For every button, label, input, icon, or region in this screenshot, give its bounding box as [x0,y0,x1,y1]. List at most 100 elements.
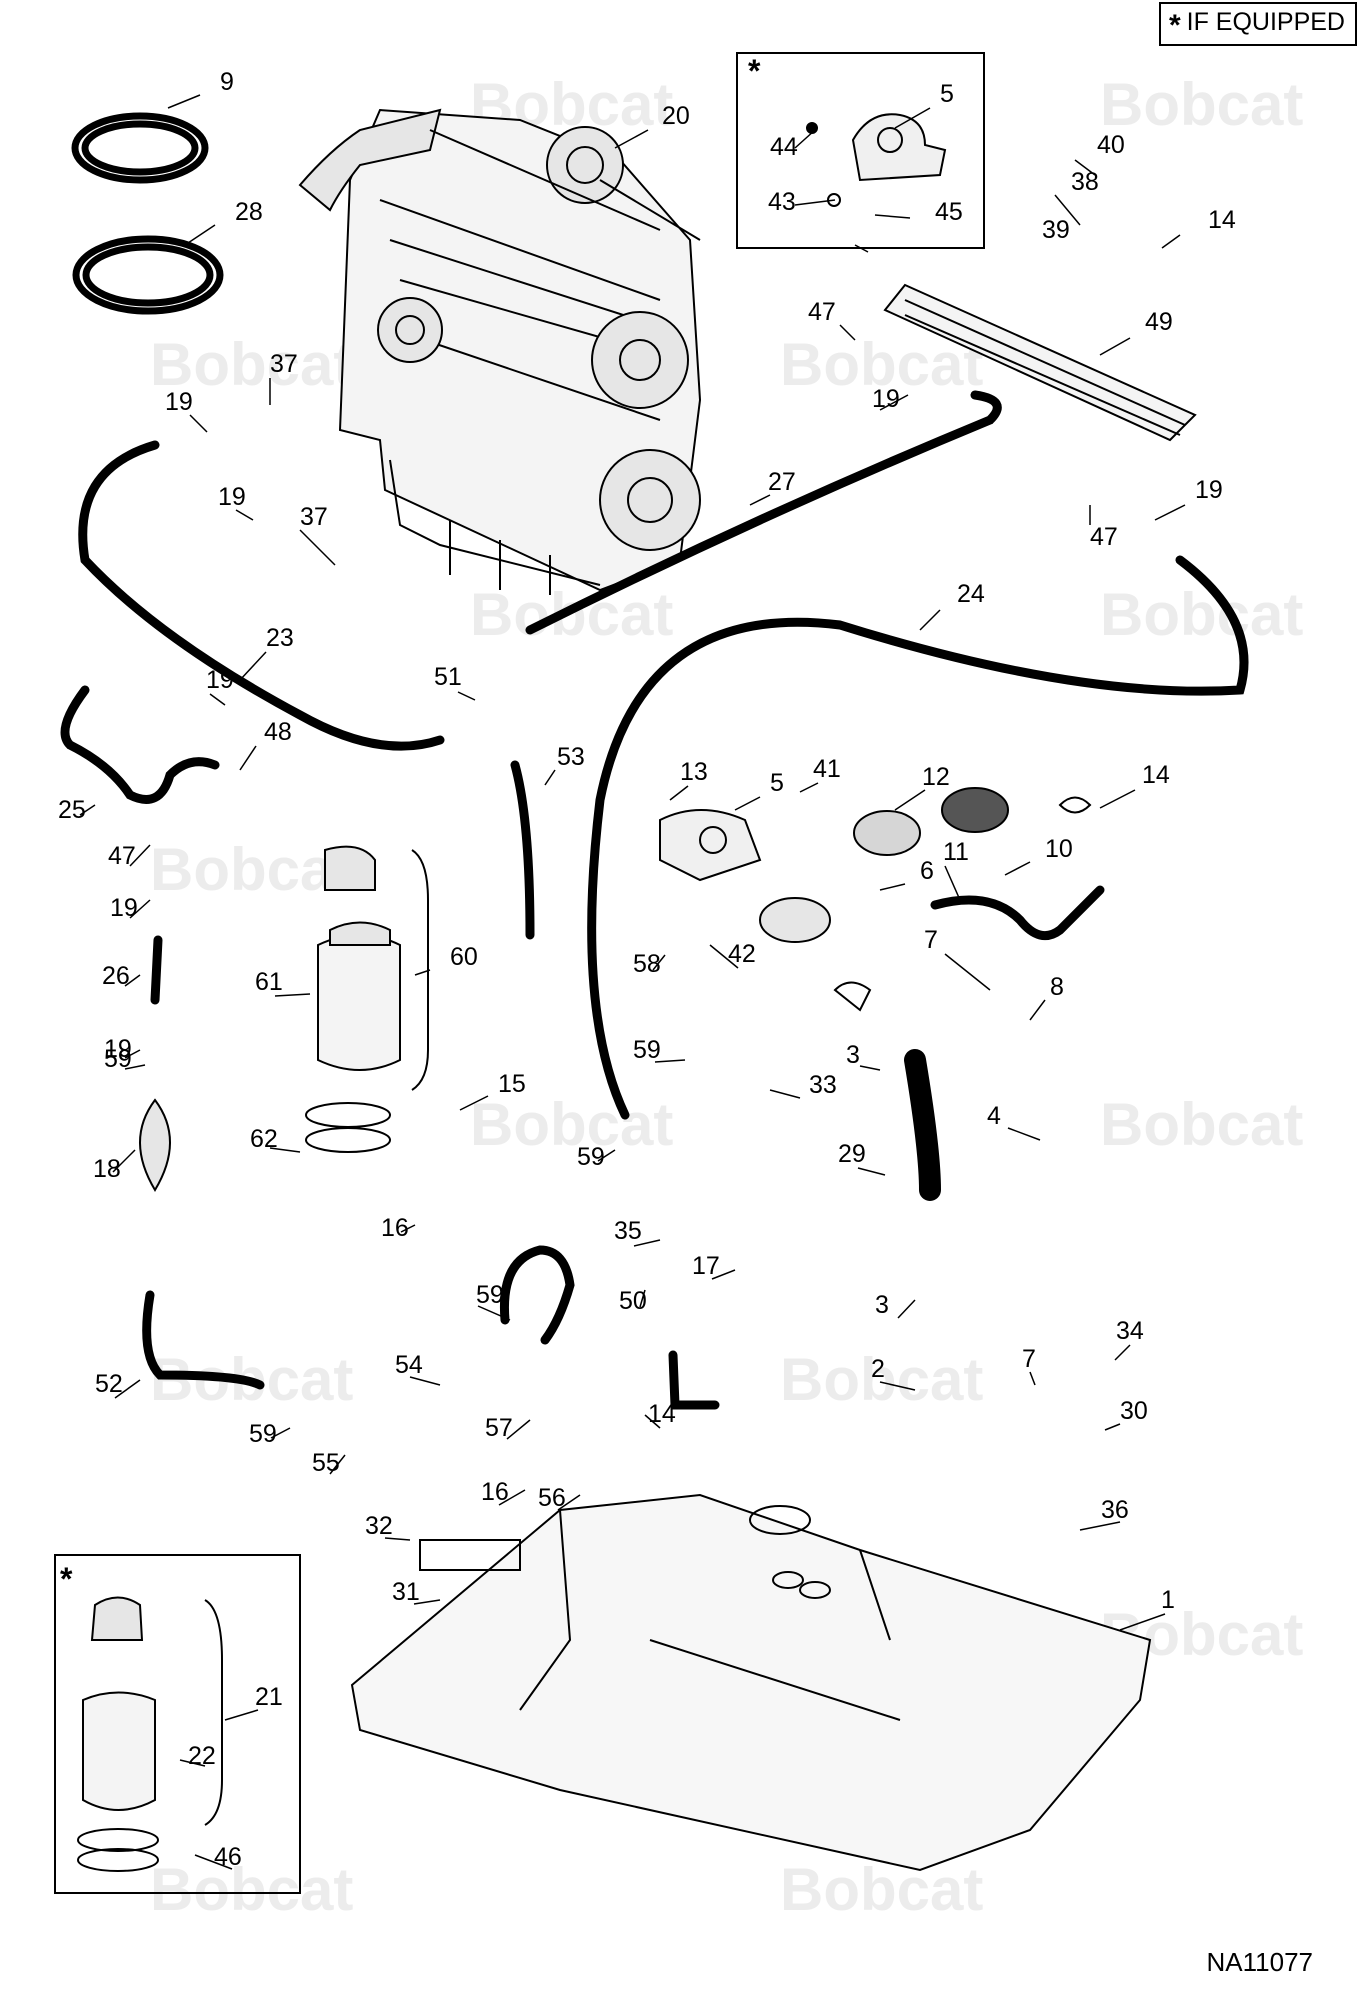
callout-12: 12 [922,763,950,791]
leader-line [1029,1371,1036,1386]
leader-line [79,804,96,816]
watermark: Bobcat [1100,71,1303,138]
watermark: Bobcat [470,581,673,648]
fuel-cooler [883,283,1197,442]
hose-24 [587,555,1249,1120]
leader-line [209,693,226,706]
callout-13: 13 [680,758,708,786]
hose-4 [904,1049,941,1201]
leader-line [769,1089,801,1099]
leader-line [1054,194,1081,226]
hose-53 [510,760,535,940]
leader-line [299,529,336,566]
leader-line [114,1379,141,1399]
callout-19: 19 [104,1035,132,1063]
callout-59: 59 [476,1281,504,1309]
optional-inset-bottom [54,1554,301,1894]
leader-line [1099,789,1136,809]
inset-top-parts [806,113,947,207]
leader-line [879,883,906,891]
callout-38: 38 [1071,168,1099,196]
leader-line [597,1149,616,1162]
callout-52: 52 [95,1370,123,1398]
watermark: Bobcat [780,1856,983,1923]
leader-line [1029,999,1046,1021]
leader-line [224,1709,259,1721]
hose-50 [499,1245,575,1345]
leader-line [874,214,911,219]
optional-markers: ** [60,53,761,1597]
callout-59: 59 [104,1045,132,1073]
callout-22: 22 [188,1742,216,1770]
leader-line [1079,1521,1121,1531]
leader-line [239,651,267,681]
callout-39: 39 [1042,216,1070,244]
callout-59: 59 [577,1143,605,1171]
callout-30: 30 [1120,1397,1148,1425]
leader-line [1161,234,1181,249]
leader-line [506,1419,531,1440]
leader-line [879,1381,916,1391]
hose-8 [930,885,1105,941]
leader-line [944,865,961,901]
fuel-hoses [60,390,1249,1410]
leader-line [124,974,141,987]
callout-19: 19 [206,666,234,694]
leader-line [270,1427,291,1439]
callout-47: 47 [108,842,136,870]
watermark: Bobcat [150,331,353,398]
callout-19: 19 [165,388,193,416]
callout-16: 16 [381,1214,409,1242]
leader-line [734,796,761,811]
callout-42: 42 [728,940,756,968]
callout-21: 21 [255,1683,283,1711]
leader-line [794,199,836,206]
leader-line [897,1299,916,1319]
leader-line [477,1305,511,1321]
callout-19: 19 [1195,476,1223,504]
callout-56: 56 [538,1484,566,1512]
leader-line [124,1064,146,1070]
leader-line [413,1599,441,1605]
leader-line [857,1167,886,1176]
callout-18: 18 [93,1155,121,1183]
watermark: Bobcat [1100,581,1303,648]
engine-assembly [298,108,702,595]
callout-29: 29 [838,1140,866,1168]
asterisk-icon: * [748,53,761,89]
callout-16: 16 [481,1478,509,1506]
leader-line [644,1414,661,1429]
asterisk-icon: * [1168,9,1181,42]
asterisk-icon: * [60,1561,73,1597]
leader-line [859,1065,881,1071]
callout-14: 14 [1142,761,1170,789]
leader-line [167,94,201,109]
leader-line [179,1759,206,1767]
leader-line [879,394,909,411]
callout-19: 19 [218,483,246,511]
callout-19: 19 [872,385,900,413]
callout-34: 34 [1116,1317,1144,1345]
callout-11: 11 [943,838,969,866]
callout-25: 25 [58,796,86,824]
callout-53: 53 [557,743,585,771]
callout-58: 58 [633,950,661,978]
watermark: Bobcat [780,331,983,398]
leader-line [189,414,208,433]
leader-line [414,969,431,976]
callout-7: 7 [1022,1345,1036,1373]
primer-bulb [139,1098,171,1192]
leader-line [854,244,869,253]
callout-3: 3 [846,1041,860,1069]
watermark: Bobcat [780,1346,983,1413]
callout-27: 27 [768,468,796,496]
watermark: Bobcat [470,1091,673,1158]
callout-40: 40 [1097,131,1125,159]
callout-46: 46 [214,1843,242,1871]
callout-41: 41 [813,755,841,783]
callout-20: 20 [662,102,690,130]
callout-10: 10 [1045,835,1073,863]
if-equipped-legend: *IF EQUIPPED [1158,2,1357,46]
callout-51: 51 [434,663,462,691]
callout-23: 23 [266,624,294,652]
